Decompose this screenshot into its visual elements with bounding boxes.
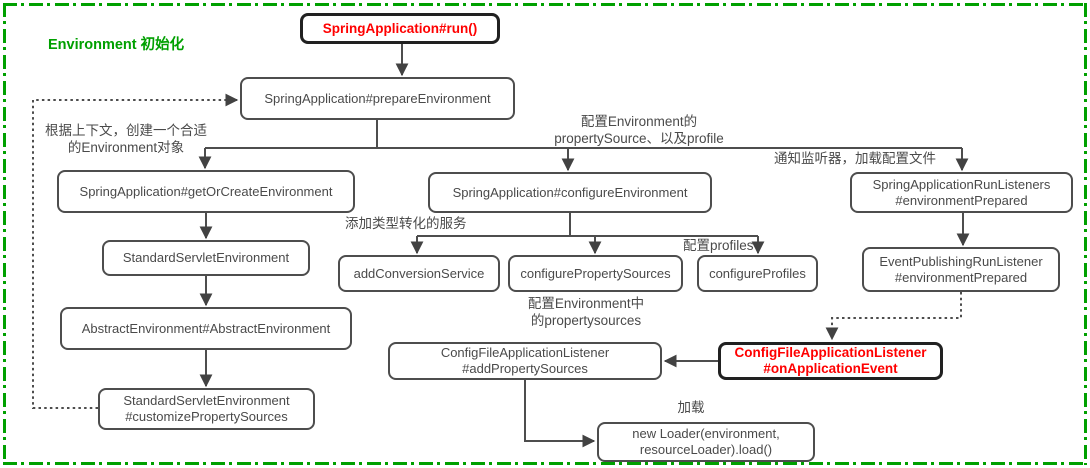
node-prepare-environment: SpringApplication#prepareEnvironment	[240, 77, 515, 120]
note-configure-property-sources: 配置Environment中 的propertysources	[527, 296, 645, 328]
note-notify-listeners: 通知监听器，加载配置文件	[774, 151, 936, 166]
node-configure-environment: SpringApplication#configureEnvironment	[428, 172, 712, 213]
node-run-listeners-environment-prepared: SpringApplicationRunListeners #environme…	[850, 172, 1073, 213]
node-standard-servlet-environment: StandardServletEnvironment	[102, 240, 310, 276]
node-get-or-create-environment: SpringApplication#getOrCreateEnvironment	[57, 170, 355, 213]
node-new-loader-load: new Loader(environment, resourceLoader).…	[597, 422, 815, 462]
node-abstract-environment: AbstractEnvironment#AbstractEnvironment	[60, 307, 352, 350]
node-config-file-add-property-sources: ConfigFileApplicationListener #addProper…	[388, 342, 662, 380]
note-configure-environment: 配置Environment的 propertySource、以及profile	[554, 114, 724, 146]
node-event-publishing-run-listener: EventPublishingRunListener #environmentP…	[862, 247, 1060, 292]
note-configure-profiles: 配置profiles	[683, 238, 754, 253]
edge-eventpublishing-to-onappevent-dotted	[825, 292, 962, 341]
node-configure-property-sources: configurePropertySources	[508, 255, 683, 292]
edge-addpropertysources-to-loader	[524, 380, 596, 448]
diagram-title: Environment 初始化	[48, 37, 185, 53]
note-create-environment: 根据上下文，创建一个合适 的Environment对象	[45, 123, 207, 155]
note-load: 加载	[677, 400, 705, 415]
node-customize-property-sources: StandardServletEnvironment #customizePro…	[98, 388, 315, 430]
note-add-conversion: 添加类型转化的服务	[345, 216, 467, 231]
node-springapplication-run: SpringApplication#run()	[300, 13, 500, 44]
node-configure-profiles: configureProfiles	[697, 255, 818, 292]
node-config-file-on-application-event: ConfigFileApplicationListener #onApplica…	[718, 342, 943, 380]
node-add-conversion-service: addConversionService	[338, 255, 500, 292]
